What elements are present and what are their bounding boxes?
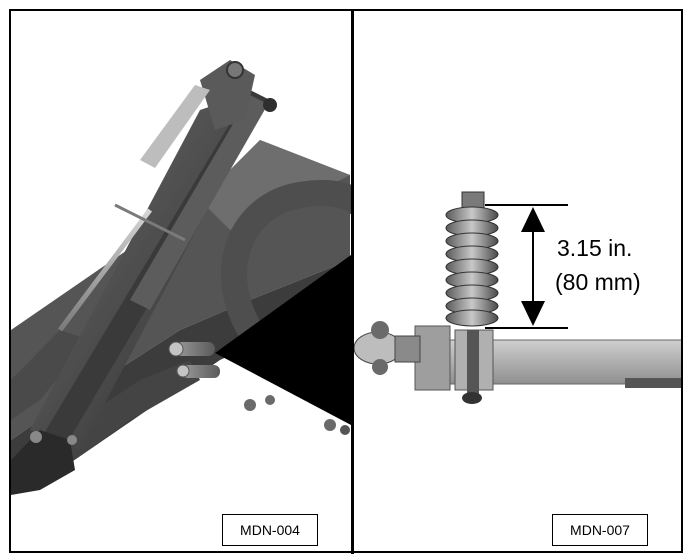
coil-spring xyxy=(445,206,499,327)
spring-assembly-drawing xyxy=(354,191,681,404)
panel-divider xyxy=(351,9,354,554)
loader-arm-drawing xyxy=(11,60,351,495)
figure-label-right: MDN-007 xyxy=(552,514,648,546)
figure-label-left: MDN-004 xyxy=(222,514,318,546)
dimension-imperial-label: 3.15 in. xyxy=(557,235,633,261)
dimension-metric-label: (80 mm) xyxy=(555,269,641,295)
